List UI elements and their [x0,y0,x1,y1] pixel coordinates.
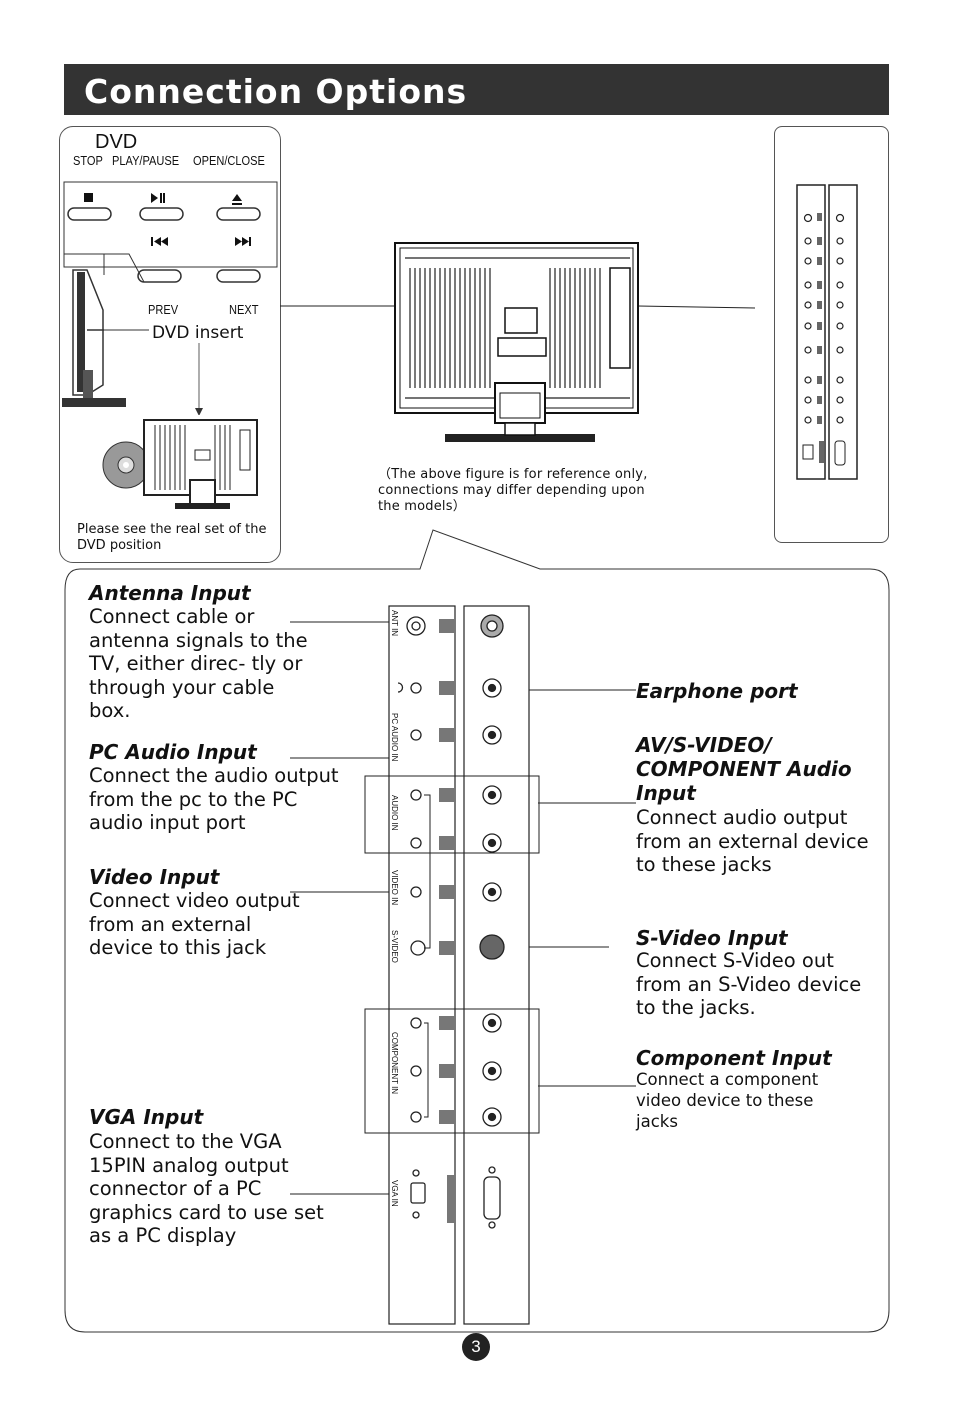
reference-note: （The above figure is for reference only,… [378,467,648,514]
svideo-text: Connect S-Video out from an S-Video devi… [636,949,862,1019]
audio-in-label: AUDIO IN [390,795,399,831]
page-number: 3 [462,1333,490,1361]
open-close-label: OPEN/CLOSE [193,153,265,168]
header-banner: Connection Options [64,64,889,115]
next-label: NEXT [229,302,259,317]
pc-audio-text: Connect the audio output from the pc to … [89,764,339,834]
antenna-text: Connect cable or antenna signals to the … [89,605,308,722]
pc-audio-in-label: PC AUDIO IN [390,713,399,762]
dvd-buttons-diagram [62,181,278,415]
tv-rear-illustration [280,242,756,442]
vga-title: VGA Input [89,1105,204,1129]
play-pause-label: PLAY/PAUSE [112,153,180,168]
page-title: Connection Options [84,72,468,111]
earphone-title: Earphone port [636,679,798,703]
next-icon [235,237,251,246]
ant-in-label: ANT IN [390,610,399,637]
video-in-label: VIDEO IN [390,870,399,906]
play-pause-icon [151,193,165,203]
vga-in-label: VGA IN [390,1180,399,1207]
svideo-title: S-Video Input [636,926,788,950]
dvd-title: DVD [95,131,138,153]
av-audio-title: AV/S-VIDEO/ COMPONENT Audio Input [636,733,852,805]
eject-icon [232,194,242,205]
side-panel-mini [796,184,858,480]
dvd-insert-label: DVD insert [152,323,244,343]
component-title: Component Input [636,1046,832,1070]
video-text: Connect video output from an external de… [89,889,300,959]
connection-panel [364,605,540,1325]
component-text: Connect a component video device to thes… [636,1070,819,1131]
video-title: Video Input [89,865,220,889]
antenna-title: Antenna Input [89,581,251,605]
pc-audio-title: PC Audio Input [89,740,257,764]
prev-icon [151,237,168,246]
dvd-insert-diagram [102,419,258,509]
stop-icon [84,193,93,202]
dvd-position-note: Please see the real set of the DVD posit… [77,522,267,553]
stop-label: STOP [73,153,103,168]
s-video-label: S-VIDEO [390,930,399,963]
av-audio-text: Connect audio output from an external de… [636,806,869,876]
vga-text: Connect to the VGA 15PIN analog output c… [89,1130,324,1247]
prev-label: PREV [148,302,179,317]
component-in-label: COMPONENT IN [390,1032,399,1095]
